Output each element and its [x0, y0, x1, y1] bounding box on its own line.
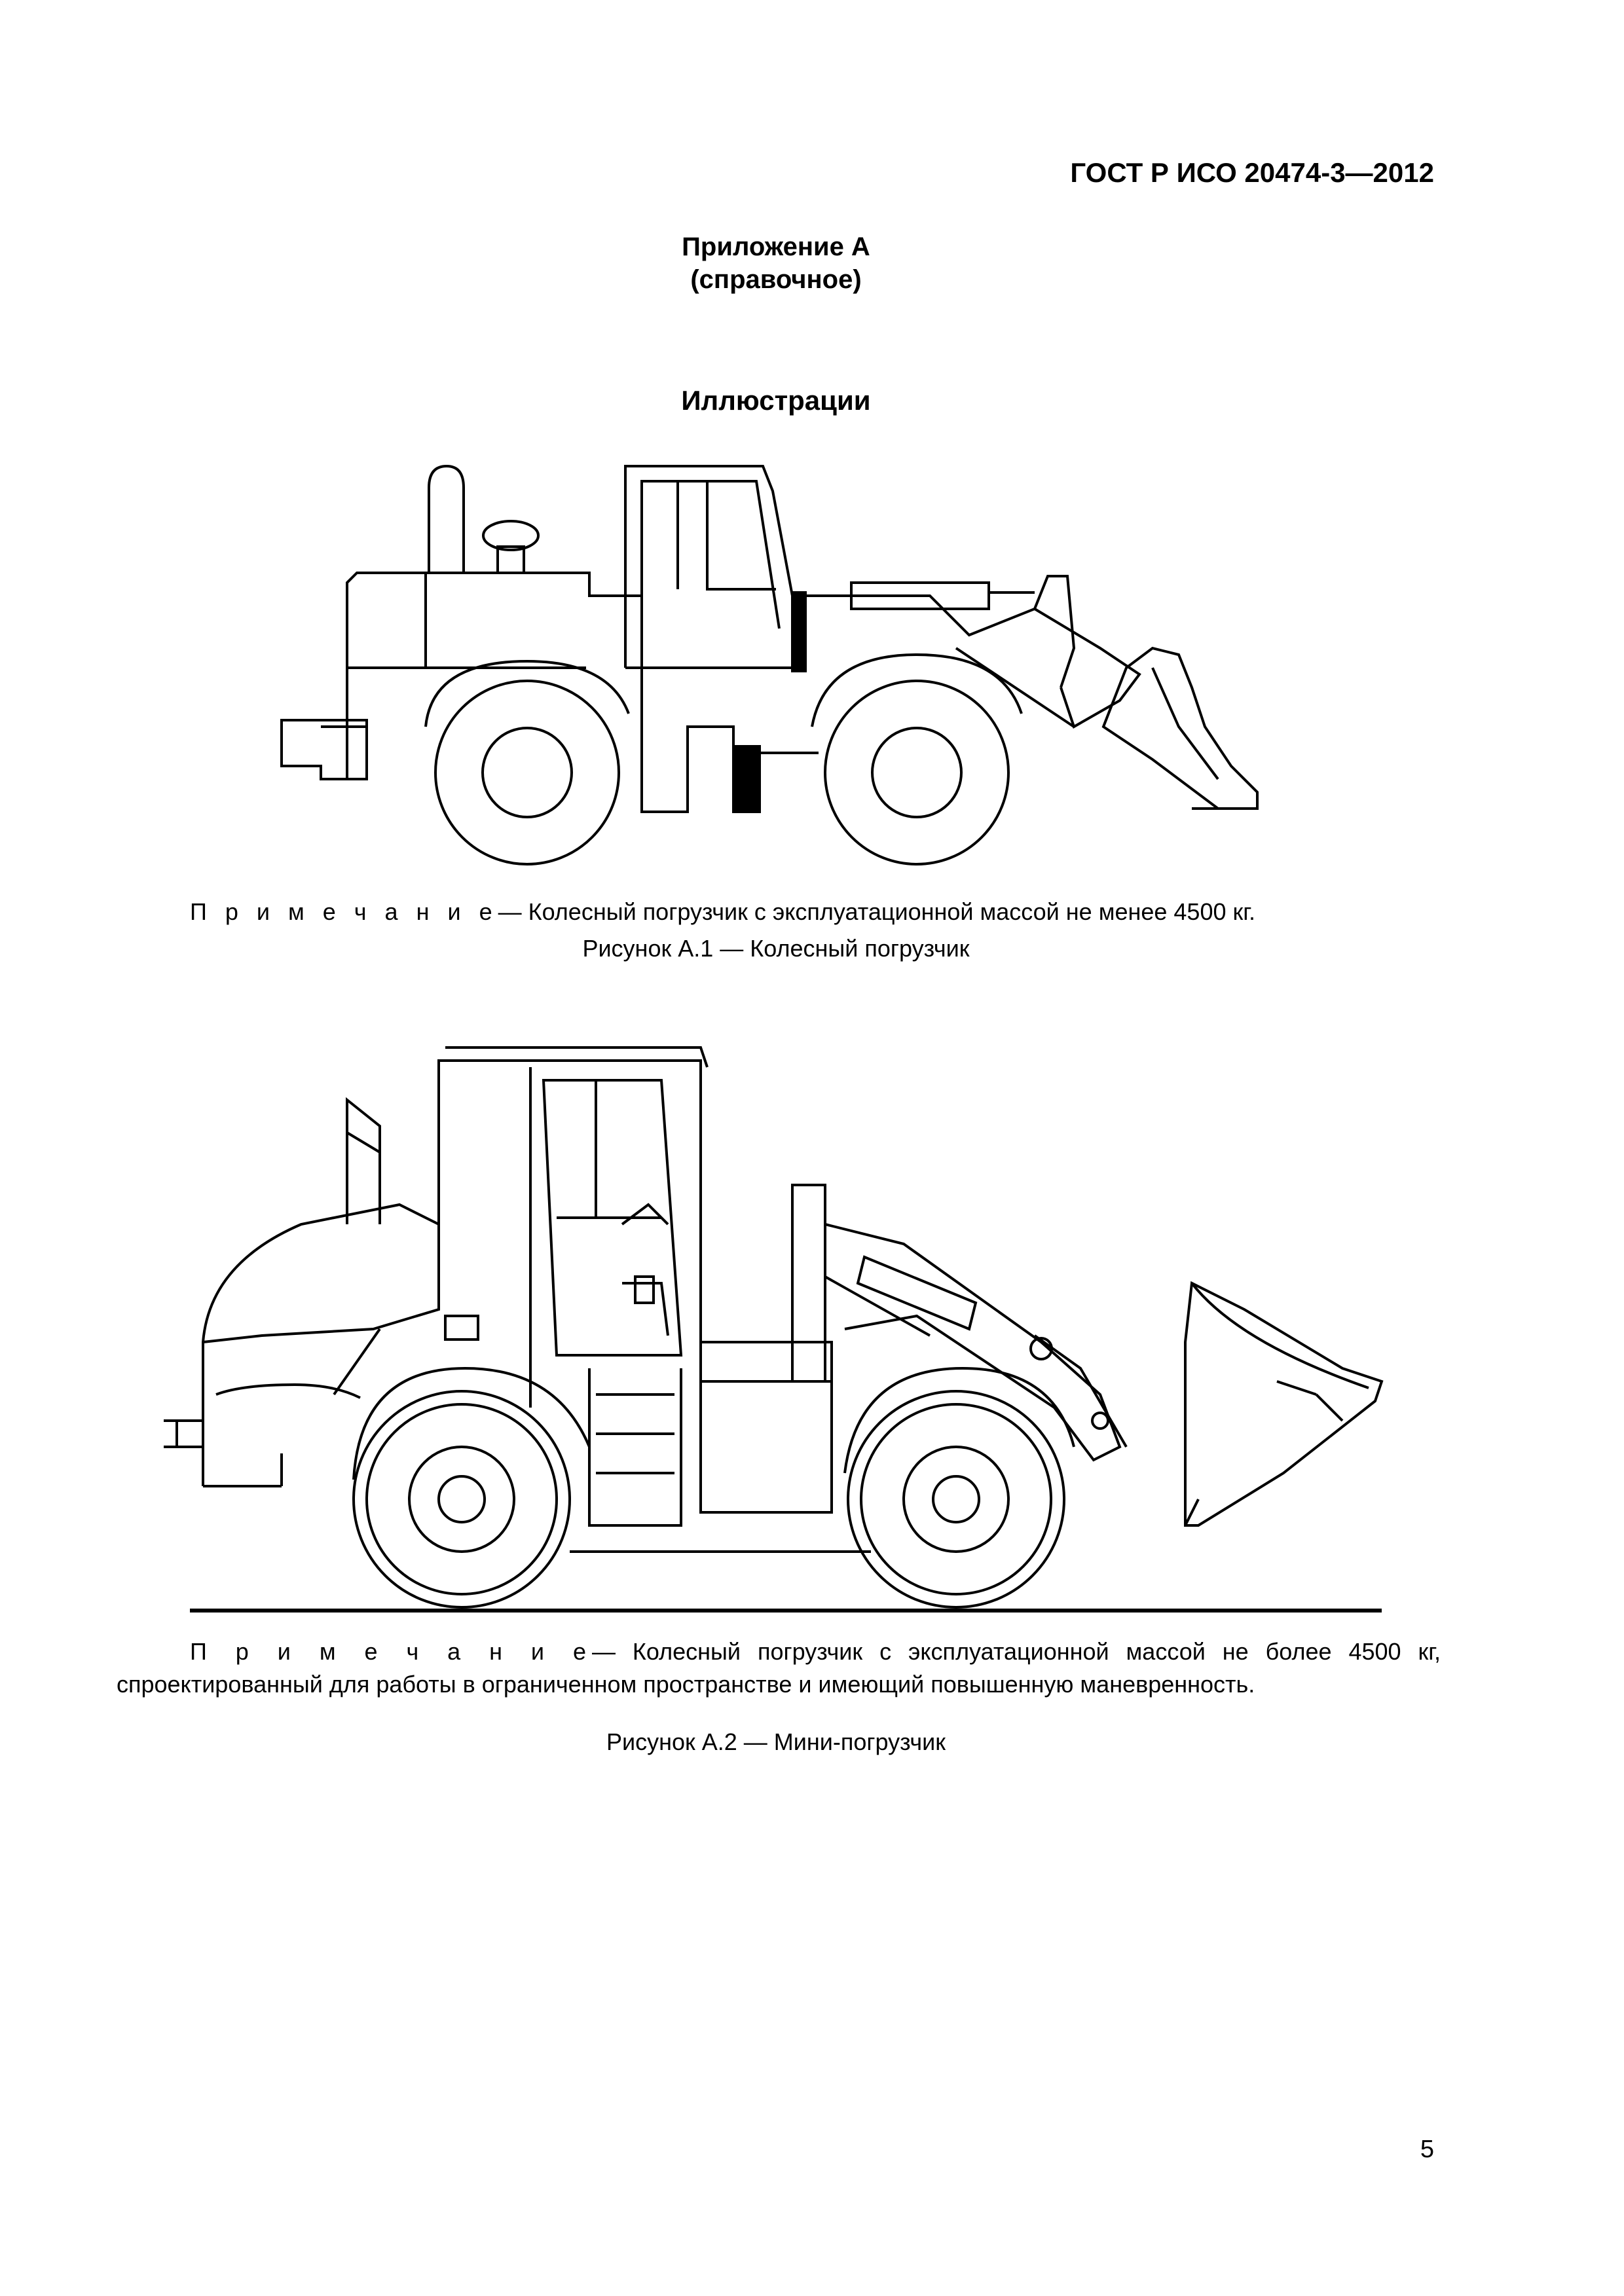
annex-heading: Приложение А (справочное) [0, 230, 1552, 296]
page-number: 5 [1420, 2136, 1434, 2163]
section-title: Иллюстрации [681, 385, 871, 416]
compact-loader-illustration [164, 1028, 1395, 1630]
annex-title: Приложение А [682, 232, 870, 261]
figure-2-caption: Рисунок А.2 — Мини-погрузчик [606, 1728, 946, 1755]
note-text: — Колесный погрузчик с эксплуатационной … [117, 1638, 1441, 1698]
figure-2-note: П р и м е ч а н и е— Колесный погрузчик … [117, 1635, 1441, 1701]
note-text: — Колесный погрузчик с эксплуатационной … [498, 898, 1255, 925]
figure-1-caption: Рисунок А.1 — Колесный погрузчик [582, 935, 970, 962]
figure-1-note: П р и м е ч а н и е— Колесный погрузчик … [190, 896, 1255, 928]
annex-subtitle: (справочное) [690, 265, 862, 294]
note-label: П р и м е ч а н и е [190, 898, 498, 925]
note-label: П р и м е ч а н и е [190, 1638, 592, 1665]
standard-designation: ГОСТ Р ИСО 20474-3—2012 [1070, 157, 1434, 188]
wheel-loader-illustration [275, 452, 1277, 871]
